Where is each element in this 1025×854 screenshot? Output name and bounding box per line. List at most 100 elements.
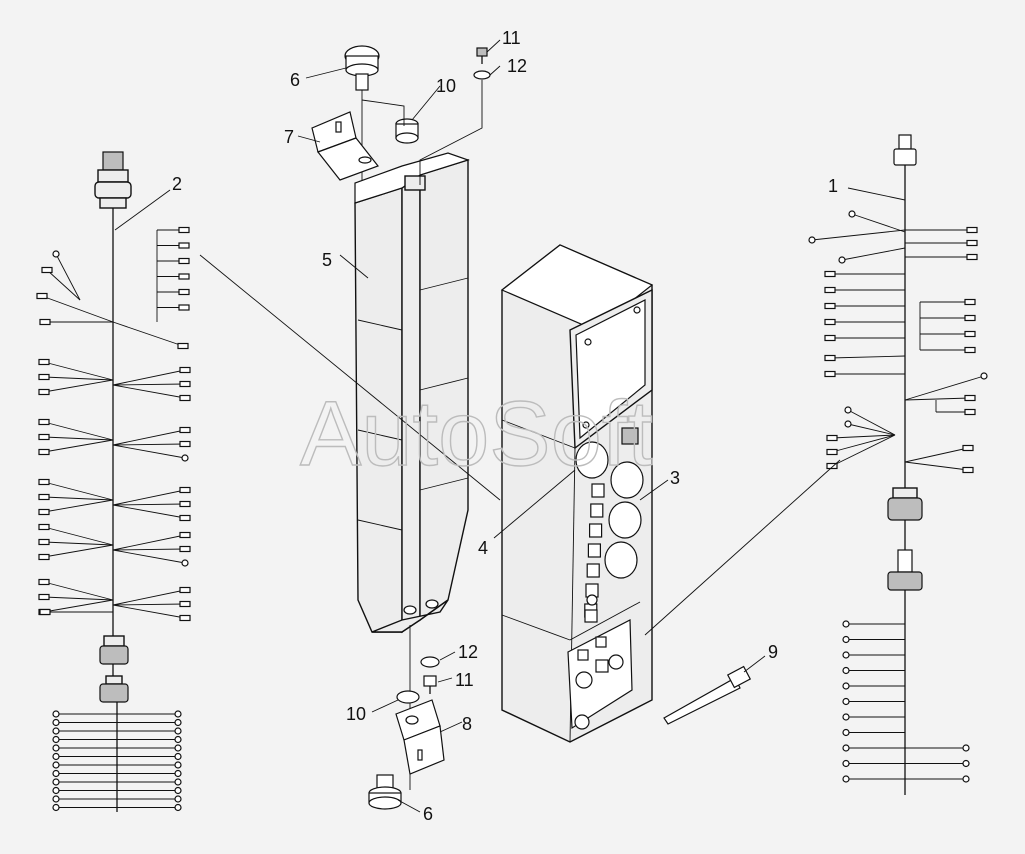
wire-terminal [41, 266, 53, 274]
wire-ring-terminal [842, 759, 850, 768]
callout-4: 4 [478, 538, 488, 558]
wire [43, 541, 114, 546]
wire-ring-terminal [842, 682, 850, 690]
wiring-harness-left [36, 151, 191, 812]
wire-terminal [38, 418, 50, 426]
wire-ring-terminal [842, 651, 850, 659]
wire-terminal [966, 239, 978, 247]
wire [112, 589, 186, 606]
wire-ring-terminal [962, 775, 970, 783]
wire [43, 436, 114, 441]
wire [43, 599, 114, 613]
wire-ring-terminal [174, 735, 182, 744]
wire-ring-terminal [52, 250, 60, 258]
callout-6-top: 6 [290, 70, 300, 90]
bushing-lower [396, 690, 420, 704]
wire [112, 503, 186, 506]
wire-ring-terminal [848, 210, 856, 218]
wire-ring-terminal [52, 769, 60, 778]
wire-terminal [178, 226, 190, 234]
wire-terminal [964, 394, 976, 402]
switch-button [590, 503, 604, 518]
callout-1: 1 [828, 176, 838, 196]
wire-ring-terminal [844, 406, 852, 414]
control-block [567, 619, 633, 730]
wire [43, 439, 114, 453]
switch-button [591, 483, 605, 498]
wire-terminal [179, 600, 191, 608]
knob-bottom [368, 774, 402, 810]
wire-terminal [179, 380, 191, 388]
wire [43, 526, 114, 546]
wiring-harness-right [808, 134, 988, 795]
switch-button [584, 609, 598, 623]
wire [43, 596, 114, 601]
wire [46, 269, 81, 301]
wire-ring-terminal [842, 713, 850, 721]
wire-ring-terminal [52, 795, 60, 803]
wire-ring-terminal [174, 752, 182, 761]
wire-ring-terminal [174, 769, 182, 778]
wire [112, 383, 186, 386]
wire-terminal [824, 302, 836, 310]
callout-10-top: 10 [436, 76, 456, 96]
wire [811, 229, 906, 241]
wire-terminal [36, 292, 48, 300]
wire-ring-terminal [52, 727, 60, 735]
wire-terminal [38, 578, 50, 586]
wire [41, 295, 114, 323]
wire [43, 496, 114, 501]
wire-terminal [179, 545, 191, 553]
wire-ring-terminal [842, 666, 850, 675]
wire [43, 376, 114, 381]
wire-ring-terminal [174, 795, 182, 803]
wire-terminal [38, 553, 50, 561]
wire-terminal [179, 586, 191, 594]
callout-10-bottom: 10 [346, 704, 366, 724]
wire-terminal [179, 514, 191, 522]
wire-terminal [824, 370, 836, 378]
wire-ring-terminal [174, 710, 182, 718]
wire-terminal [39, 608, 51, 616]
callout-11-top: 11 [502, 28, 521, 48]
wire-terminal [826, 434, 838, 442]
switch-button [587, 543, 602, 558]
wire-terminal [179, 614, 191, 622]
wire [904, 397, 971, 401]
wire-ring-terminal [842, 744, 850, 752]
wire-ring-terminal [174, 761, 182, 769]
wire [851, 213, 906, 233]
wire-ring-terminal [842, 697, 850, 706]
callout-8: 8 [462, 714, 472, 734]
wire [112, 384, 186, 399]
wire [43, 499, 114, 513]
leader-lines [114, 39, 906, 813]
wire-ring-terminal [842, 728, 850, 737]
wire [112, 549, 186, 564]
wire-terminal [177, 342, 189, 350]
wire [43, 361, 114, 381]
bracket-upper [311, 111, 379, 181]
wire-terminal [178, 304, 190, 311]
wire [55, 253, 81, 301]
wire [829, 355, 906, 359]
wire [112, 321, 184, 347]
wire-terminal [38, 358, 50, 366]
wire [43, 421, 114, 441]
bushing-upper [395, 118, 419, 144]
wire-terminal [824, 318, 836, 326]
wire [112, 444, 186, 459]
wire [831, 434, 896, 439]
wire-ring-terminal [181, 454, 189, 462]
harness-left-plug-top [102, 151, 124, 171]
switch-button [586, 563, 600, 578]
wire-terminal [179, 426, 191, 434]
wire [112, 369, 186, 386]
wire-terminal [38, 433, 50, 441]
gauge-3 [608, 501, 642, 539]
wire-ring-terminal [52, 778, 60, 786]
wire [112, 548, 186, 551]
callout-3: 3 [670, 468, 680, 488]
wire-terminal [964, 314, 976, 322]
wire-ring-terminal [842, 620, 850, 628]
